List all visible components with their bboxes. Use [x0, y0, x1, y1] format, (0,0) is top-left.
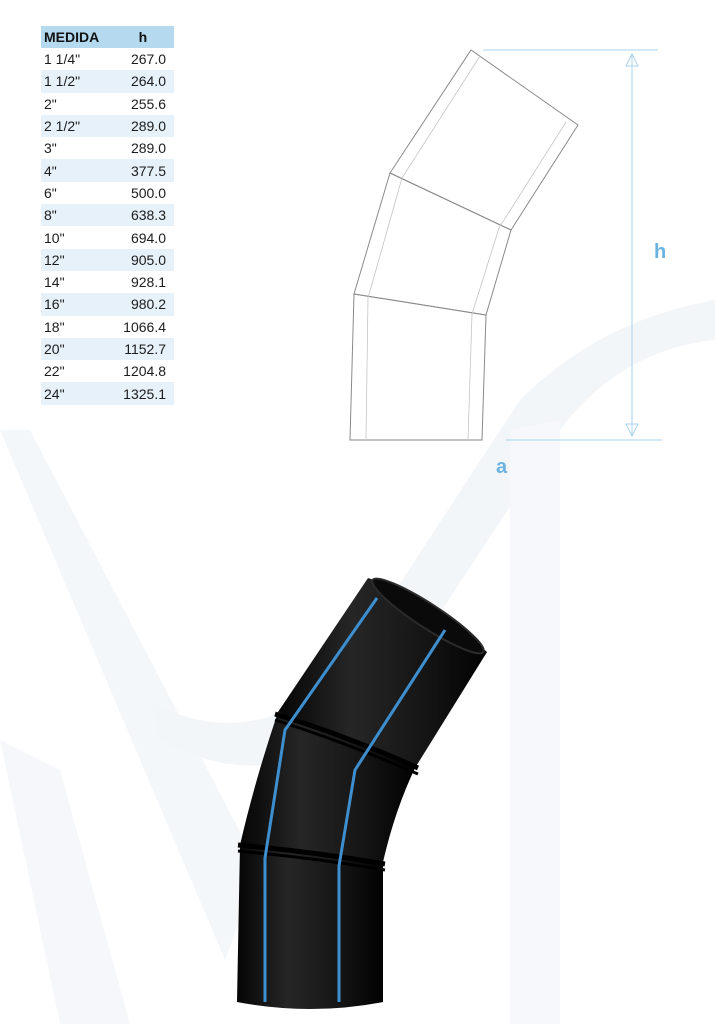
elbow-technical-drawing — [349, 49, 662, 441]
stripe-left — [263, 597, 379, 1002]
table-row: 10" 694.0 — [41, 226, 174, 248]
table-row: 22" 1204.8 — [41, 360, 174, 382]
table-row: 2" 255.6 — [41, 93, 174, 115]
cell-h: 980.2 — [111, 293, 174, 316]
cell-h: 255.6 — [130, 95, 166, 112]
pipe-elbow-photo — [237, 577, 487, 1009]
cell-size: 8" — [41, 204, 112, 227]
dimensions-table: MEDIDA h 1 1/4" 267.0 1 1/2"264.0 2" 255.6… — [41, 26, 174, 405]
cell-h: 928.1 — [130, 274, 166, 291]
cell-h: 267.0 — [130, 51, 166, 68]
elbow-segment-top — [389, 49, 579, 231]
cell-h: 264.0 — [111, 70, 174, 93]
cell-size: 6" — [44, 184, 57, 201]
table-row: 18" 1066.4 — [41, 316, 174, 338]
cell-size: 2 1/2" — [41, 114, 112, 138]
table-row: 4"377.5 — [41, 159, 174, 182]
table-row: 24"1325.1 — [41, 382, 174, 405]
cell-h: 1325.1 — [111, 382, 174, 405]
column-header-size: MEDIDA — [41, 26, 112, 48]
table-row: 1 1/4" 267.0 — [41, 48, 174, 70]
table-row: 14" 928.1 — [41, 271, 174, 293]
cell-size: 14" — [44, 274, 65, 291]
cell-size: 16" — [41, 293, 112, 316]
cell-size: 1 1/2" — [41, 70, 112, 93]
cell-h: 1152.7 — [111, 337, 174, 361]
dimension-label-a: a — [496, 456, 508, 478]
pipe-segment-bottom — [237, 845, 383, 1009]
cell-h: 289.0 — [111, 114, 174, 138]
cell-h: 1204.8 — [123, 363, 166, 380]
dimension-label-h: h — [654, 241, 667, 263]
cell-h: 377.5 — [111, 159, 174, 182]
table-row: 12"905.0 — [41, 248, 174, 271]
elbow-segment-middle — [353, 172, 512, 316]
table-row: 1 1/2"264.0 — [41, 70, 174, 93]
elbow-segment-bottom — [349, 293, 487, 441]
cell-h: 638.3 — [111, 204, 174, 227]
cell-h: 289.0 — [130, 140, 166, 157]
cell-size: 20" — [41, 337, 112, 361]
cell-size: 4" — [41, 159, 112, 182]
cell-size: 1 1/4" — [44, 51, 81, 68]
pipe-segment-middle — [240, 712, 415, 862]
cell-size: 3" — [44, 140, 57, 157]
pipe-opening — [371, 577, 485, 655]
cell-size: 2" — [44, 95, 57, 112]
cell-size: 10" — [44, 229, 65, 246]
cell-size: 24" — [41, 382, 112, 405]
cell-h: 500.0 — [130, 184, 166, 201]
stripe-right — [337, 629, 447, 1002]
table-row: 6" 500.0 — [41, 182, 174, 204]
column-header-h: h — [111, 26, 174, 48]
table-row: 2 1/2"289.0 — [41, 114, 174, 138]
cell-h: 905.0 — [111, 248, 174, 271]
cell-size: 22" — [44, 363, 65, 380]
cell-h: 1066.4 — [123, 318, 166, 335]
table-row: 8"638.3 — [41, 204, 174, 227]
weld-ring-lower — [237, 842, 386, 867]
table-row: 20"1152.7 — [41, 337, 174, 361]
table-row: 16"980.2 — [41, 293, 174, 316]
cell-size: 18" — [44, 318, 65, 335]
cell-size: 12" — [41, 248, 112, 271]
table-header-row: MEDIDA h — [41, 26, 174, 48]
cell-h: 694.0 — [130, 229, 166, 246]
table-row: 3" 289.0 — [41, 137, 174, 159]
